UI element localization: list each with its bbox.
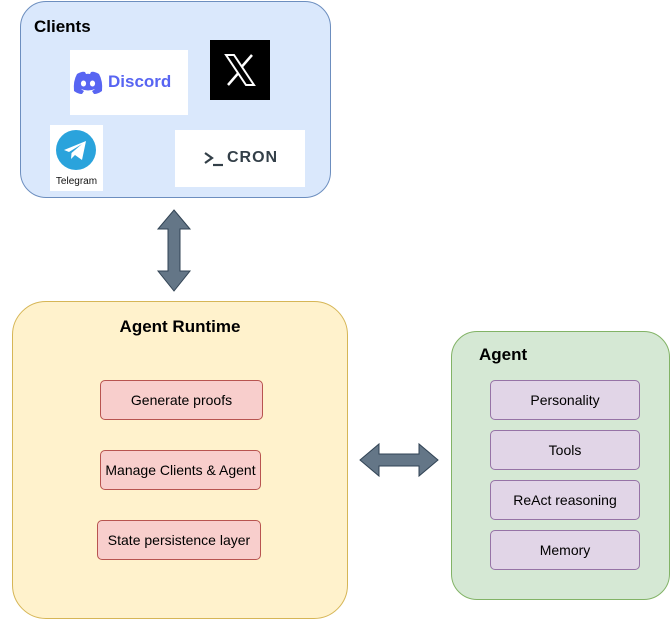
- telegram-label: Telegram: [55, 176, 98, 187]
- tools-box: Tools: [490, 430, 640, 470]
- memory-box: Memory: [490, 530, 640, 570]
- clients-title: Clients: [34, 17, 91, 36]
- x-logo: [210, 40, 270, 100]
- react-reasoning-box: ReAct reasoning: [490, 480, 640, 520]
- agent-runtime-title: Agent Runtime: [119, 317, 241, 336]
- cron-logo: CRON: [175, 130, 305, 187]
- discord-logo: Discord: [70, 50, 188, 115]
- terminal-prompt-icon: [204, 152, 223, 167]
- telegram-icon: [56, 130, 96, 170]
- discord-icon: [73, 71, 103, 94]
- x-icon: [224, 54, 256, 86]
- state-persistence-layer-box: State persistence layer: [97, 520, 261, 560]
- personality-box: Personality: [490, 380, 640, 420]
- manage-clients-agent-box: Manage Clients & Agent: [100, 450, 261, 490]
- generate-proofs-box: Generate proofs: [100, 380, 263, 420]
- agent-title: Agent: [479, 345, 528, 364]
- discord-wordmark: Discord: [108, 72, 172, 91]
- cron-wordmark: CRON: [227, 149, 279, 166]
- telegram-logo: Telegram: [50, 125, 103, 191]
